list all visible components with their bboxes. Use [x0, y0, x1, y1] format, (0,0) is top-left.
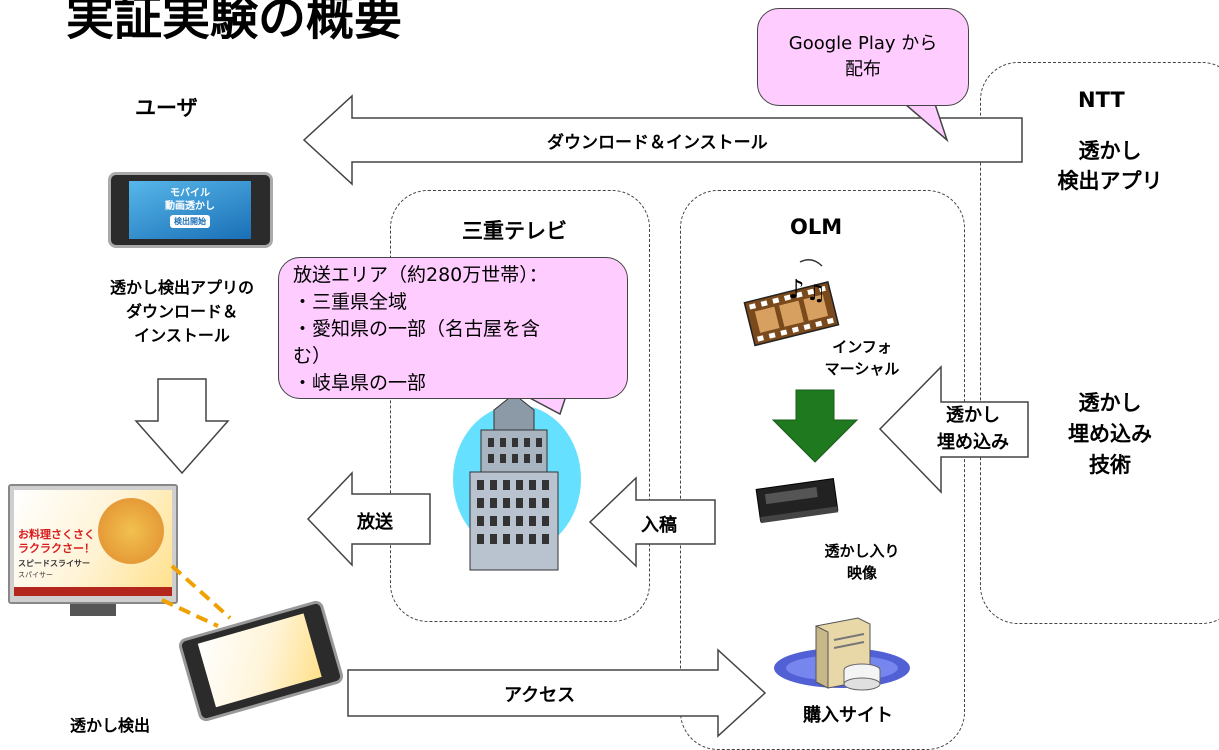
tv-stand: [70, 604, 116, 616]
ntt-app-label: 透かし 検出アプリ: [1040, 136, 1180, 196]
phone-app-name: 動画透かし: [165, 201, 215, 212]
ntt-tech-label: 透かし 埋め込み 技術: [1050, 388, 1170, 481]
ntt-tech-line1: 透かし: [1078, 391, 1142, 415]
ntt-tech-line2: 埋め込み: [1068, 422, 1152, 446]
broadcast-area-bubble: 放送エリア（約280万世帯）： ・三重県全域 ・愛知県の一部（名古屋を含 む） …: [278, 257, 628, 399]
tv-product-decoration: [98, 498, 164, 564]
broadcast-label: 放送: [357, 512, 393, 533]
ntt-label: NTT: [1078, 88, 1125, 112]
user-label: ユーザ: [135, 96, 198, 120]
phone-detect-screen: [197, 613, 322, 708]
embed-label: 透かし 埋め込み: [918, 402, 1028, 456]
watermarked-video-label: 透かし入り 映像: [812, 540, 912, 584]
phone-app-image: モバイル 動画透かし 検出開始: [108, 172, 273, 248]
broadcast-area-line1: 放送エリア（約280万世帯）：: [293, 264, 548, 286]
embed-line2: 埋め込み: [937, 432, 1009, 453]
broadcast-area-line3: ・愛知県の一部（名古屋を含: [293, 318, 541, 340]
tv-line4: スパイサー: [18, 571, 53, 579]
mie-tv-label: 三重テレビ: [462, 219, 567, 243]
tv-line3: スピードスライサー: [18, 559, 90, 568]
user-download-line1: 透かし検出アプリの: [109, 278, 254, 297]
ntt-panel: [980, 62, 1219, 624]
purchase-site-label: 購入サイト: [803, 705, 893, 726]
tv-image: お料理さくさく ラクラクさー！ スピードスライサー スパイサー: [8, 484, 178, 620]
access-label: アクセス: [504, 685, 576, 706]
broadcast-area-line5: ・岐阜県の一部: [293, 372, 427, 394]
broadcast-area-line4: む）: [293, 345, 332, 367]
watermarked-video-line1: 透かし入り: [824, 542, 900, 560]
tv-bottom-bar: [14, 587, 172, 596]
detect-label: 透かし検出: [70, 716, 151, 735]
tv-line1: お料理さくさく: [18, 528, 95, 541]
embed-line1: 透かし: [946, 405, 1000, 426]
phone-app-brand: モバイル: [170, 188, 210, 199]
broadcast-area-line2: ・三重県全域: [293, 291, 408, 313]
olm-label: OLM: [790, 215, 843, 239]
phone-app-button[interactable]: 検出開始: [170, 215, 210, 228]
infomercial-line1: インフォ: [832, 338, 892, 356]
phone-app-screen: モバイル 動画透かし 検出開始: [129, 181, 251, 239]
tv-line2: ラクラクさー！: [18, 542, 95, 555]
infomercial-line2: マーシャル: [824, 360, 900, 378]
olm-panel: [680, 190, 965, 750]
user-download-label: 透かし検出アプリの ダウンロード＆ インストール: [82, 276, 282, 348]
submit-label: 入稿: [641, 515, 677, 536]
google-bubble-line1: Google Play から: [788, 33, 938, 54]
google-play-bubble: Google Play から 配布: [757, 8, 969, 106]
ntt-tech-line3: 技術: [1089, 453, 1131, 477]
user-download-line2: ダウンロード＆: [125, 302, 238, 321]
mie-tv-panel: [390, 190, 650, 622]
infomercial-label: インフォ マーシャル: [812, 336, 912, 380]
page-title: 実証実験の概要: [66, 0, 403, 46]
phone-detect-image: [177, 598, 345, 724]
user-download-line3: インストール: [134, 326, 230, 345]
ntt-app-line1: 透かし: [1078, 139, 1142, 163]
ntt-app-line2: 検出アプリ: [1057, 169, 1163, 193]
watermarked-video-line2: 映像: [846, 564, 877, 582]
tv-screen: お料理さくさく ラクラクさー！ スピードスライサー スパイサー: [14, 490, 172, 596]
download-arrow-label: ダウンロード＆インストール: [547, 133, 768, 153]
google-bubble-line2: 配布: [845, 59, 881, 80]
